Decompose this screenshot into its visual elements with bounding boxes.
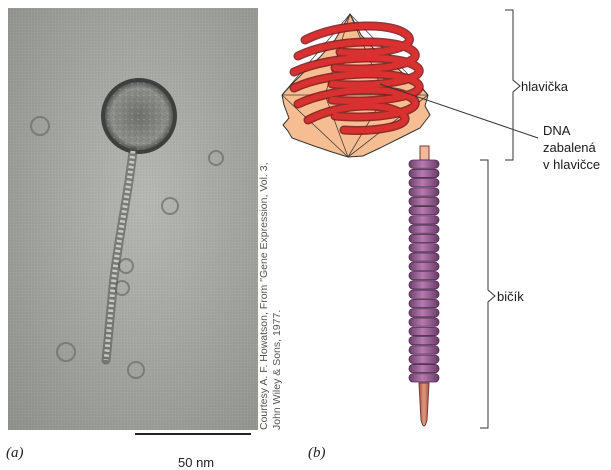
tail-segment (409, 374, 439, 382)
tail-segment (409, 309, 439, 317)
tail-segment (409, 346, 439, 354)
tail-segment (409, 318, 439, 326)
tail-segment (409, 364, 439, 372)
tail-segment (409, 197, 439, 205)
tail-segment (409, 188, 439, 196)
label-head: hlavička (521, 78, 568, 95)
head-bracket (505, 10, 520, 160)
tail-segment (409, 179, 439, 187)
label-tail: bičík (497, 288, 524, 305)
tail-segment (409, 299, 439, 307)
tail-segment (409, 327, 439, 335)
tail-segment (409, 216, 439, 224)
tail-segment (409, 290, 439, 298)
tail-bracket (480, 160, 495, 428)
electron-micrograph (8, 8, 258, 430)
scale-bar (135, 430, 253, 438)
brackets (380, 10, 538, 428)
tail-segment (409, 234, 439, 242)
dna-coil (294, 26, 419, 130)
tail-segment (409, 272, 439, 280)
panel-a-label: (a) (6, 445, 24, 462)
tail-segment (409, 225, 439, 233)
tail-segment (409, 206, 439, 214)
label-dna: DNA zabalená v hlavičce (543, 122, 600, 173)
tail-segment (409, 355, 439, 363)
tail-segment (409, 253, 439, 261)
tail-segment (409, 337, 439, 345)
tail-segment (409, 169, 439, 177)
tail-segment (409, 244, 439, 252)
scale-bar-label: 50 nm (178, 455, 214, 470)
tail-neck (420, 146, 429, 160)
phage-diagram (280, 0, 611, 470)
panel-b-label: (b) (308, 445, 326, 462)
tail-segment (409, 281, 439, 289)
tail-tip (419, 383, 429, 426)
tail-sheath (409, 160, 439, 382)
micrograph-phage-head (101, 78, 177, 154)
tail-segment (409, 160, 439, 168)
tail-segment (409, 262, 439, 270)
